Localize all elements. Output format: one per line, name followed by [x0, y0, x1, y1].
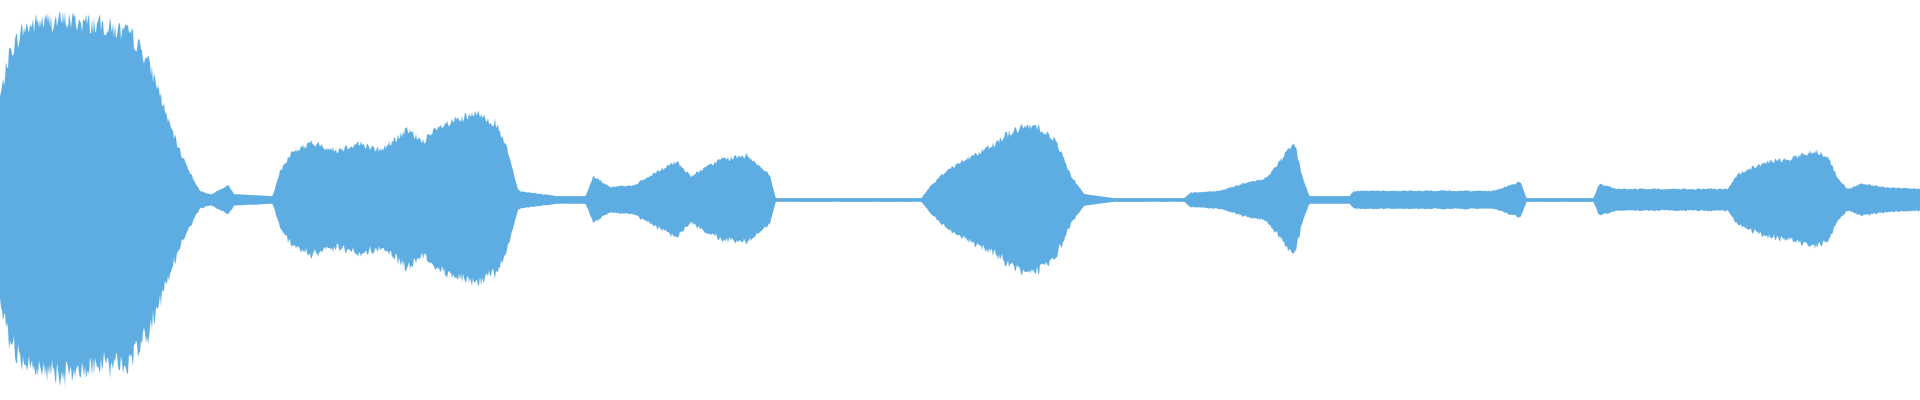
- waveform-shape: [0, 10, 1920, 387]
